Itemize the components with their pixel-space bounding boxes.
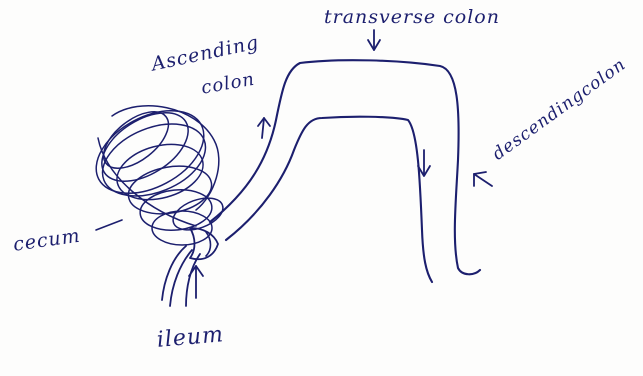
- colon-inner-wall: [226, 117, 432, 282]
- arrow-up-icon: [258, 118, 270, 138]
- cecum-scribble: [82, 94, 227, 245]
- arrow-down-icon: [368, 30, 380, 50]
- cecum-leader-line: [96, 220, 122, 230]
- ileum-strands: [162, 246, 200, 306]
- arrow-up-left-icon: [474, 172, 492, 186]
- label-ileum: ileum: [156, 324, 225, 352]
- label-transverse-colon: transverse colon: [324, 8, 500, 27]
- colon-outer-wall: [210, 60, 480, 274]
- ileocecal-band: [190, 228, 218, 259]
